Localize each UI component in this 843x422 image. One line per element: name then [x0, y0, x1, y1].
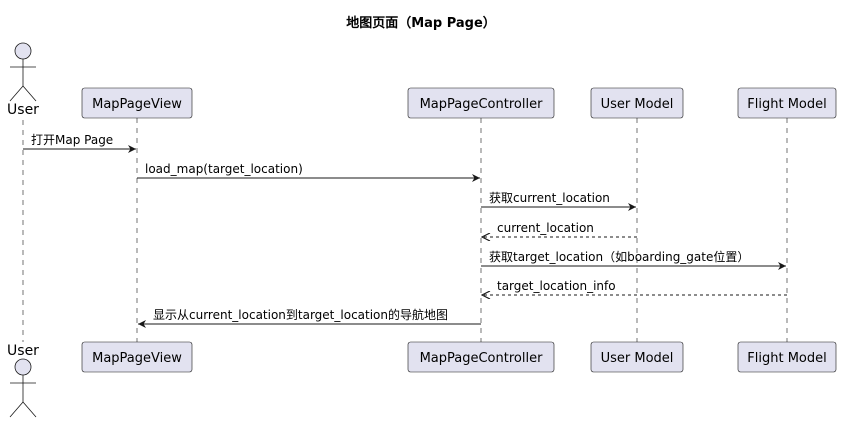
message-2: load_map(target_location)	[137, 162, 480, 182]
actor-figure-bottom	[9, 358, 37, 418]
actor-figure-top	[9, 42, 37, 102]
participant-label: MapPageController	[420, 351, 544, 366]
message-6: target_location_info	[482, 279, 787, 295]
diagram-title: 地图页面（Map Page）	[346, 15, 496, 31]
participant-label: MapPageController	[420, 97, 544, 112]
participant-label: MapPageView	[92, 351, 182, 366]
participant-label: Flight Model	[747, 351, 826, 366]
message-label: 打开Map Page	[31, 133, 113, 147]
participant-label: MapPageView	[92, 97, 182, 112]
actor-label-bottom: User	[7, 343, 39, 359]
message-4: current_location	[482, 221, 637, 237]
message-1: 打开Map Page	[23, 133, 136, 153]
message-label: target_location_info	[497, 279, 616, 293]
participant-ctrl-top: MapPageController	[407, 87, 555, 119]
message-label: 获取target_location（如boarding_gate位置）	[489, 249, 749, 264]
message-7: 显示从current_location到target_location的导航地图	[138, 307, 481, 328]
participant-fmodel-bottom: Flight Model	[737, 341, 837, 373]
message-5: 获取target_location（如boarding_gate位置）	[481, 249, 786, 270]
participant-view-bottom: MapPageView	[81, 341, 193, 373]
message-3: 获取current_location	[481, 191, 636, 211]
participant-label: User Model	[601, 97, 674, 112]
message-label: 获取current_location	[489, 191, 610, 205]
actor-label-top: User	[7, 102, 39, 118]
participant-ctrl-bottom: MapPageController	[407, 341, 555, 373]
message-label: load_map(target_location)	[145, 162, 303, 176]
participant-view-top: MapPageView	[81, 87, 193, 119]
participant-fmodel-top: Flight Model	[737, 87, 837, 119]
participant-label: Flight Model	[747, 97, 826, 112]
message-label: 显示从current_location到target_location的导航地图	[153, 307, 448, 322]
participant-label: User Model	[601, 351, 674, 366]
participant-umodel-top: User Model	[590, 87, 684, 119]
message-label: current_location	[497, 221, 594, 235]
participant-umodel-bottom: User Model	[590, 341, 684, 373]
